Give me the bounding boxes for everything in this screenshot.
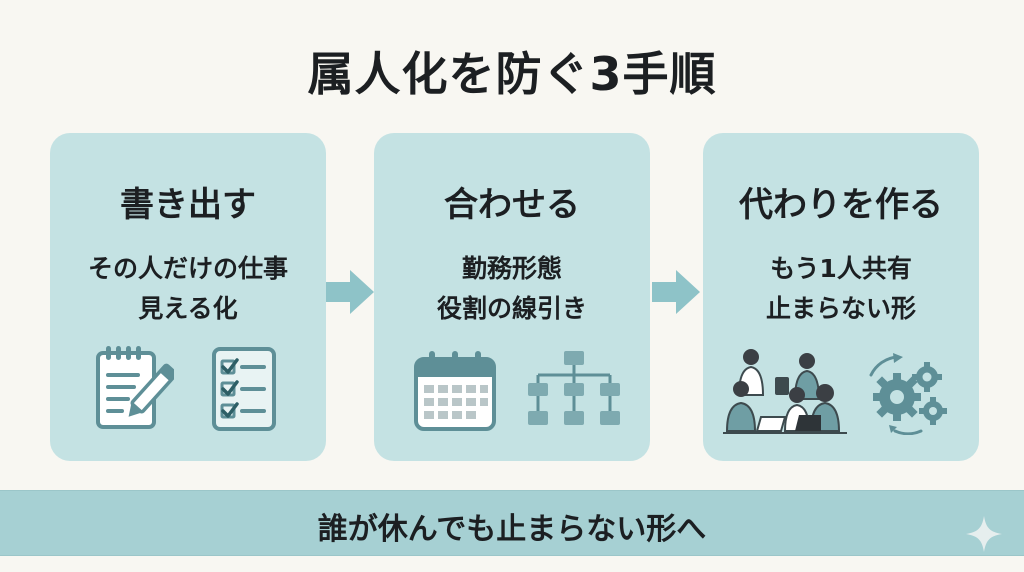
step-2-line-1: 勤務形態 — [461, 254, 562, 283]
team-people-icon — [723, 349, 847, 434]
summary-banner: 誰が休んでも止まらない形へ — [0, 490, 1024, 556]
checklist-icon — [212, 347, 276, 431]
gears-cycle-icon — [869, 353, 947, 435]
org-chart-icon — [528, 351, 620, 425]
step-3-line-1: もう1人共有 — [770, 254, 912, 283]
step-1-line-1: その人だけの仕事 — [87, 254, 288, 283]
arrow-right-icon-2 — [652, 270, 700, 314]
step-card-1: 書き出す その人だけの仕事 見える化 — [50, 133, 326, 461]
step-1-heading: 書き出す — [120, 185, 256, 225]
banner-text: 誰が休んでも止まらない形へ — [317, 512, 707, 547]
calendar-icon — [414, 351, 496, 431]
step-1-line-2: 見える化 — [138, 294, 238, 323]
step-card-3: 代わりを作る もう1人共有 止まらない形 — [703, 133, 979, 461]
page-title: 属人化を防ぐ3手順 — [307, 47, 717, 101]
step-2-line-2: 役割の線引き — [436, 294, 587, 323]
step-2-heading: 合わせる — [444, 185, 580, 225]
step-3-line-2: 止まらない形 — [765, 294, 916, 323]
sparkle-icon — [966, 516, 1002, 552]
notepad-pencil-icon — [96, 346, 174, 429]
arrow-right-icon-1 — [326, 270, 374, 314]
step-card-2: 合わせる 勤務形態 役割の線引き — [374, 133, 650, 461]
step-3-heading: 代わりを作る — [739, 185, 943, 225]
